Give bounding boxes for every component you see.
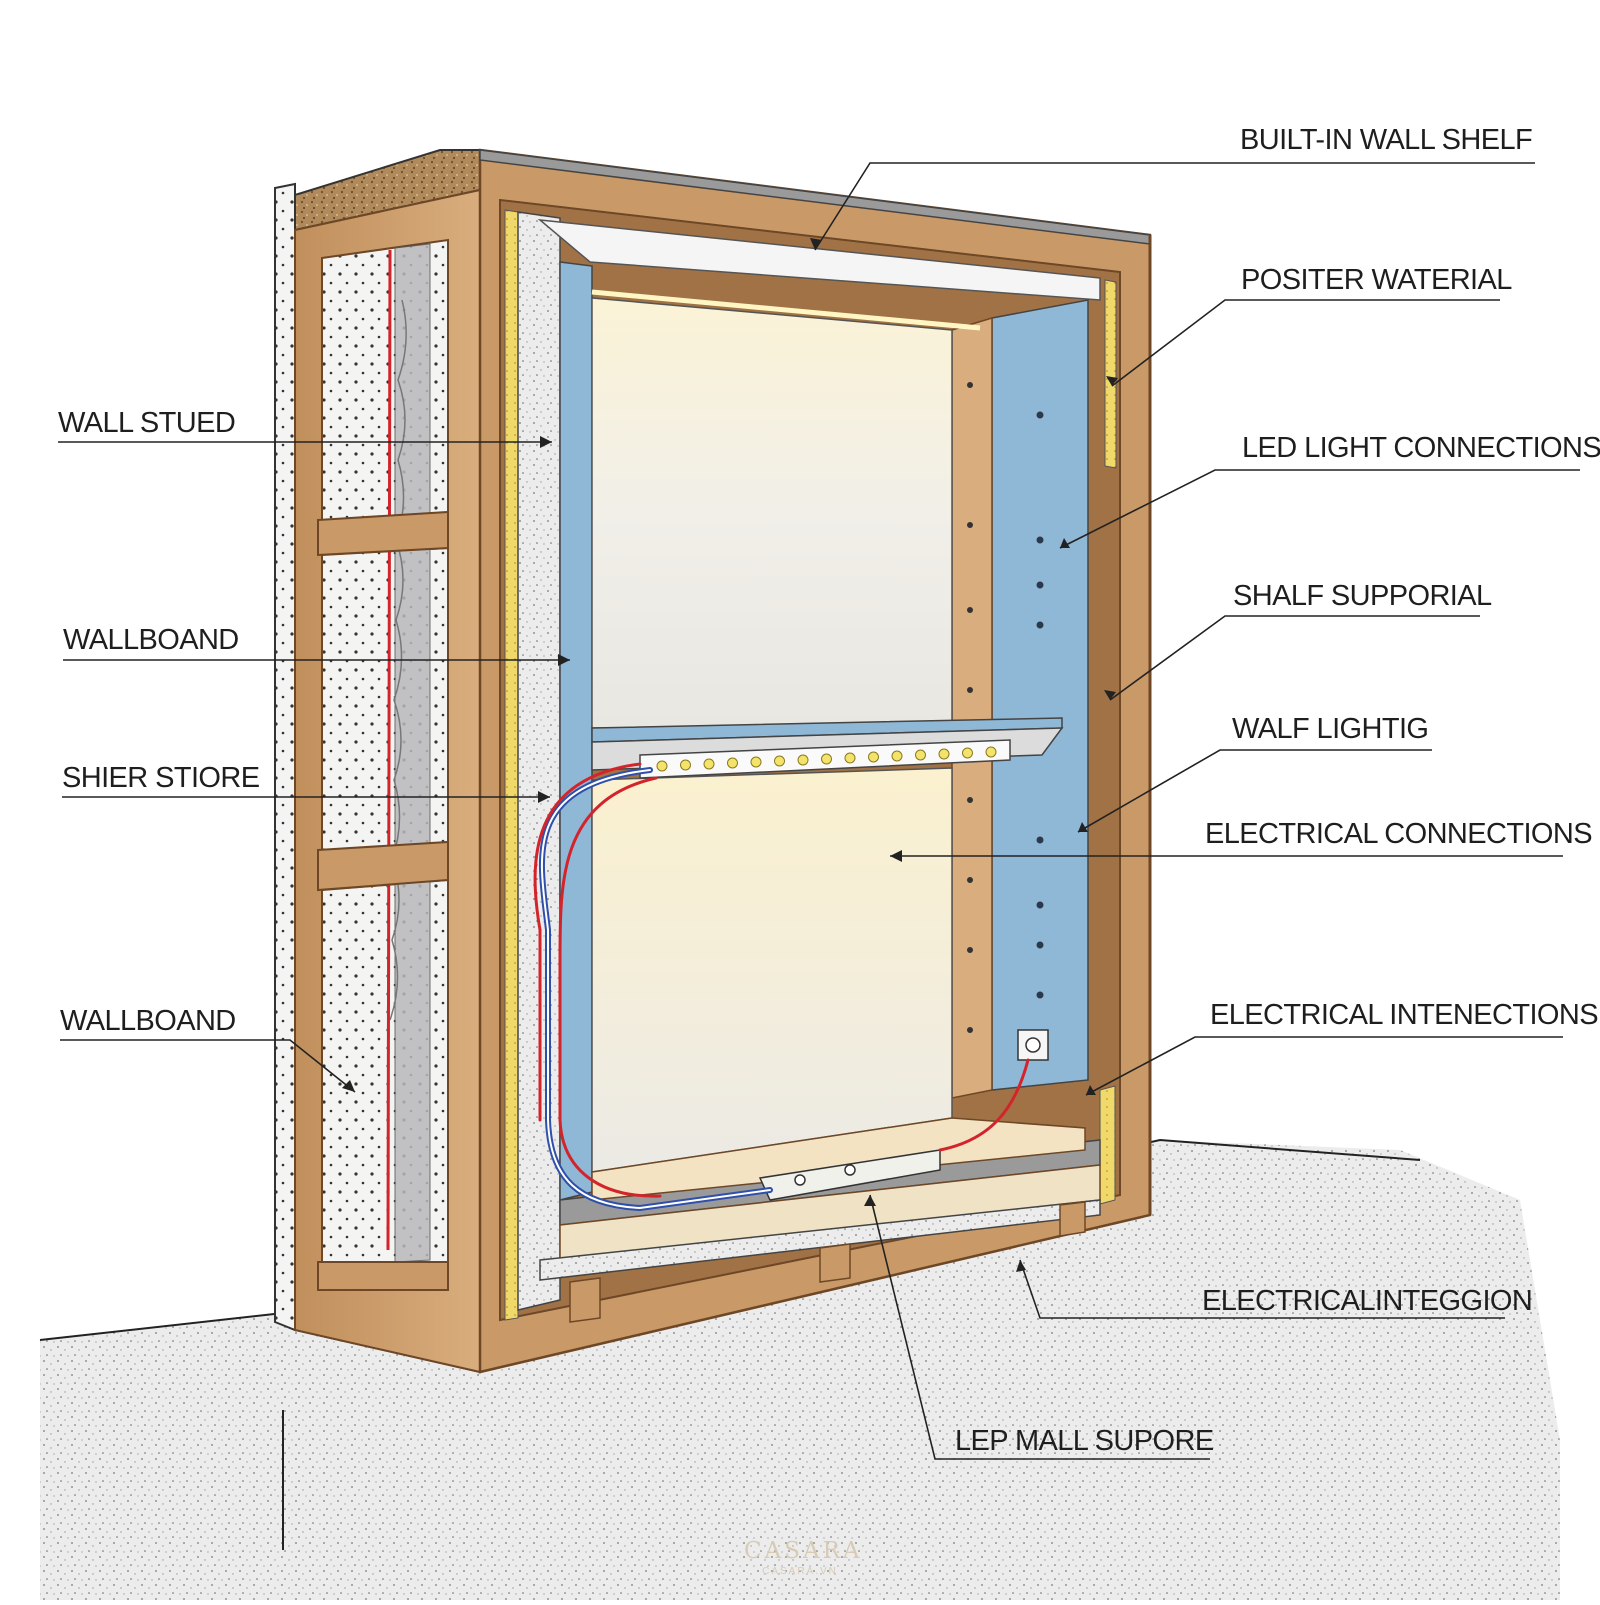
upper-back-panel	[591, 297, 953, 729]
top-led-strip	[591, 289, 981, 331]
trim-screw-dot	[967, 1027, 973, 1033]
label-electrical-connections: ELECTRICAL CONNECTIONS	[1205, 818, 1593, 850]
trim-screw-dot	[967, 877, 973, 883]
left-stud-frame	[294, 188, 481, 1374]
led-dot	[774, 755, 785, 767]
trim-screw-dot	[967, 687, 973, 693]
panel-hole-dot	[1036, 901, 1044, 909]
label-positer-waterial: POSITER WATERIAL	[1241, 264, 1512, 296]
panel-hole-dot	[1036, 836, 1044, 844]
left-blue-panel	[559, 261, 593, 1201]
label-wallboand-upper: WALLBOAND	[63, 624, 239, 656]
arrowheads	[342, 238, 1118, 1272]
left-yellow-strip	[504, 209, 519, 1321]
label-walf-lightig: WALF LIGHTIG	[1232, 713, 1429, 745]
wiring	[533, 762, 1030, 1212]
panel-hole-dot	[1036, 536, 1044, 544]
trim-screw-dot	[967, 607, 973, 613]
led-dot	[680, 759, 691, 771]
label-built-in-wall-shelf: BUILT-IN WALL SHELF	[1240, 124, 1533, 156]
panel-hole-dot	[1036, 941, 1044, 949]
top-header-panel	[537, 219, 1101, 301]
right-yellow-strip-bottom	[1099, 1085, 1116, 1205]
label-wallboand-lower: WALLBOAND	[60, 1005, 236, 1037]
label-wall-stued: WALL STUED	[58, 407, 236, 439]
label-shier-stiore: SHIER STIORE	[62, 762, 260, 794]
trim-screw-dots	[967, 382, 1044, 1033]
right-inner-trim	[951, 316, 993, 1099]
label-electrical-intenections: ELECTRICAL INTENECTIONS	[1210, 999, 1599, 1031]
led-dot	[915, 749, 926, 761]
leader-lines	[58, 162, 1580, 1460]
panel-hole-dot	[1036, 411, 1044, 419]
watermark-domain: CASARA.VN	[762, 1566, 838, 1577]
led-dot	[727, 757, 738, 769]
led-dot	[844, 752, 856, 764]
trim-screw-dot	[967, 947, 973, 953]
panel-hole-dot	[1036, 581, 1044, 589]
panel-hole-dot	[1036, 621, 1044, 629]
led-dot	[656, 760, 668, 772]
label-led-light-connections: LED LIGHT CONNECTIONS	[1242, 432, 1600, 464]
led-dot	[938, 748, 950, 760]
watermark-brand: CASARA	[744, 1538, 863, 1564]
panel-hole-dot	[1036, 991, 1044, 999]
outer-wallboard-strip	[274, 182, 296, 1332]
wall-socket	[1017, 1029, 1049, 1061]
led-dot	[868, 751, 879, 763]
trim-screw-dot	[967, 522, 973, 528]
lower-back-panel	[591, 767, 953, 1173]
label-shalf-supporial: SHALF SUPPORIAL	[1233, 580, 1492, 612]
trim-screw-dot	[967, 382, 973, 388]
led-dot	[821, 753, 832, 765]
led-dot	[703, 758, 715, 770]
trim-screw-dot	[967, 797, 973, 803]
led-dots	[656, 746, 997, 772]
label-lep-mall-supore: LEP MALL SUPORE	[955, 1425, 1214, 1457]
led-dot	[962, 747, 973, 759]
led-dot	[985, 746, 997, 758]
label-electricalinteggion: ELECTRICALINTEGGION	[1202, 1285, 1533, 1317]
led-dot	[797, 754, 809, 766]
right-yellow-strip-top	[1104, 279, 1117, 469]
led-dot	[891, 750, 903, 762]
led-dot	[750, 756, 762, 768]
